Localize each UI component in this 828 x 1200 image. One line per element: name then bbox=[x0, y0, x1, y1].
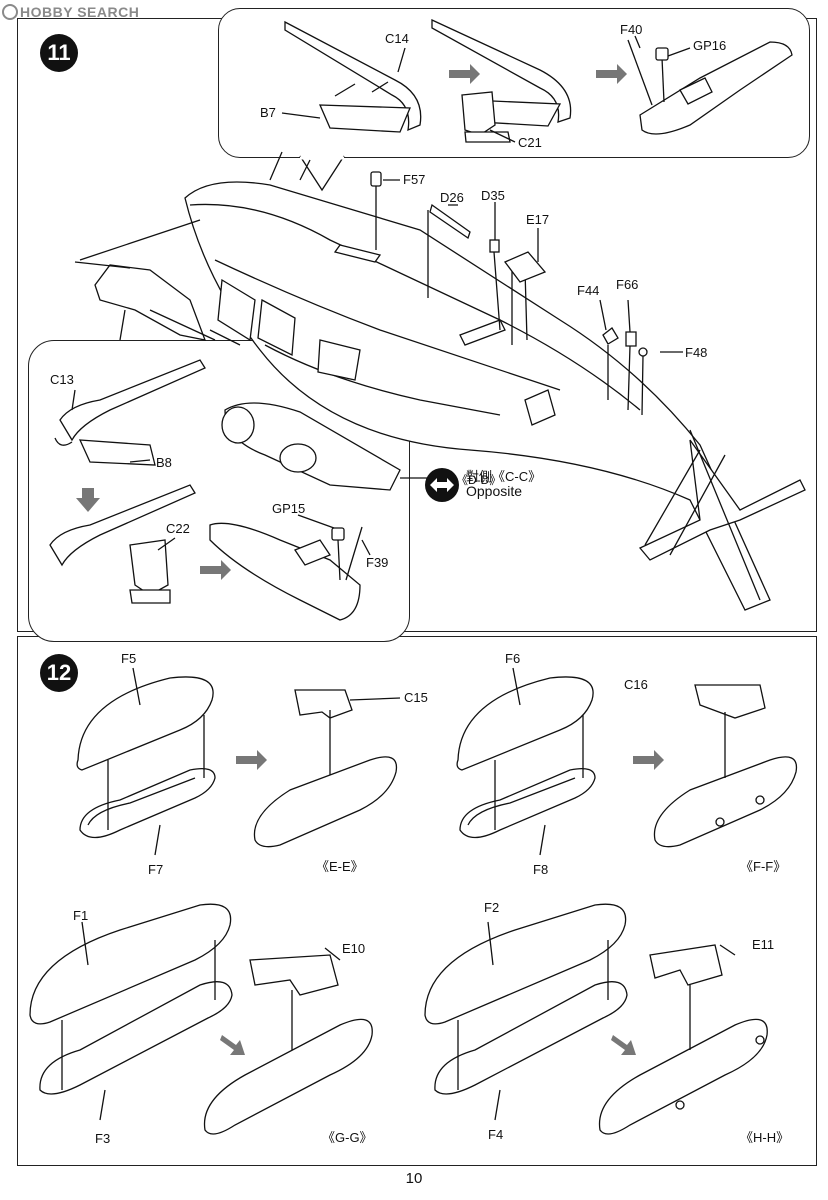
part-label-f6: F6 bbox=[505, 651, 521, 666]
c21-frame-drawing bbox=[431, 18, 572, 143]
part-label-gp15: GP15 bbox=[272, 501, 306, 516]
hobby-search-watermark: HOBBY SEARCH bbox=[2, 4, 139, 20]
c14-frame-drawing bbox=[284, 20, 422, 133]
section-label-ff: 《F-F》 bbox=[740, 859, 787, 874]
part-label-f2: F2 bbox=[484, 900, 500, 915]
helicopter-fuselage-drawing bbox=[184, 151, 806, 611]
pod-ff-drawing bbox=[653, 684, 798, 848]
part-label-f39: F39 bbox=[366, 555, 389, 570]
part-label-c15: C15 bbox=[404, 690, 428, 705]
d35-part-icon bbox=[489, 239, 500, 253]
part-label-f57: F57 bbox=[403, 172, 426, 187]
part-label-f7: F7 bbox=[148, 862, 164, 877]
engine-pod-drawing bbox=[221, 402, 401, 491]
part-label-b8: B8 bbox=[156, 455, 172, 470]
c22-frame-drawing bbox=[49, 484, 196, 604]
gp15-pod-drawing bbox=[209, 522, 363, 621]
part-label-d35: D35 bbox=[481, 188, 505, 203]
f57-part-icon bbox=[370, 171, 382, 187]
step-11-badge: 11 bbox=[40, 34, 78, 72]
step-arrow-icon bbox=[611, 1035, 636, 1055]
section-label-dd: 《D-D》 bbox=[456, 473, 502, 487]
pod-hh-drawing bbox=[598, 944, 768, 1135]
pod-f5-f7-drawing bbox=[76, 676, 216, 839]
f44-part-icon bbox=[602, 327, 619, 345]
opposite-label-cn: 對側《C-C》 bbox=[466, 469, 542, 484]
part-label-f8: F8 bbox=[533, 862, 549, 877]
top-callout-tail bbox=[299, 155, 345, 192]
step-arrow-icon bbox=[236, 750, 267, 770]
step-arrow-icon bbox=[596, 64, 627, 84]
step12-frame bbox=[17, 636, 817, 1166]
pod-f1-f3-drawing bbox=[29, 903, 233, 1095]
part-label-c13: C13 bbox=[50, 372, 74, 387]
d26-part-icon bbox=[429, 203, 471, 240]
part-label-c16: C16 bbox=[624, 677, 648, 692]
step-arrow-icon bbox=[200, 560, 231, 580]
pod-f6-f8-drawing bbox=[456, 676, 596, 839]
pod-f2-f4-drawing bbox=[424, 903, 628, 1095]
f66-part-icon bbox=[625, 331, 637, 347]
part-label-f5: F5 bbox=[121, 651, 137, 666]
part-label-gp16: GP16 bbox=[693, 38, 727, 53]
section-label-ee: 《E-E》 bbox=[316, 859, 364, 874]
section-label-hh: 《H-H》 bbox=[740, 1130, 790, 1145]
section-label-gg: 《G-G》 bbox=[322, 1130, 373, 1145]
part-label-f66: F66 bbox=[616, 277, 639, 292]
part-label-f44: F44 bbox=[577, 283, 600, 298]
part-label-b7: B7 bbox=[260, 105, 276, 120]
f48-part-icon bbox=[638, 347, 648, 357]
gp16-pod-drawing bbox=[627, 39, 793, 135]
nose-section-drawing bbox=[74, 261, 216, 341]
page-number: 10 bbox=[405, 1170, 423, 1187]
part-label-f40: F40 bbox=[620, 22, 643, 37]
opposite-label-en: Opposite bbox=[466, 483, 523, 499]
part-label-f1: F1 bbox=[73, 908, 89, 923]
e17-part-icon bbox=[503, 251, 547, 283]
step-12-badge: 12 bbox=[40, 654, 78, 692]
part-label-e10: E10 bbox=[342, 941, 366, 956]
part-label-f3: F3 bbox=[95, 1131, 111, 1146]
part-label-c14: C14 bbox=[385, 31, 409, 46]
down-arrow-icon bbox=[76, 488, 100, 512]
step-arrow-icon bbox=[220, 1035, 245, 1055]
part-label-f4: F4 bbox=[488, 1127, 504, 1142]
double-arrow-icon bbox=[425, 468, 459, 502]
part-label-e11: E11 bbox=[752, 937, 775, 952]
part-label-c21: C21 bbox=[518, 135, 542, 150]
part-label-e17: E17 bbox=[526, 212, 550, 227]
part-label-c22: C22 bbox=[166, 521, 190, 536]
pod-ee-drawing bbox=[253, 689, 401, 848]
part-label-f48: F48 bbox=[685, 345, 708, 360]
pod-gg-drawing bbox=[203, 954, 373, 1135]
watermark-logo-icon bbox=[2, 4, 18, 20]
part-label-d26: D26 bbox=[440, 190, 464, 205]
c13-frame-drawing bbox=[54, 359, 206, 466]
step-arrow-icon bbox=[449, 64, 480, 84]
step-arrow-icon bbox=[633, 750, 664, 770]
